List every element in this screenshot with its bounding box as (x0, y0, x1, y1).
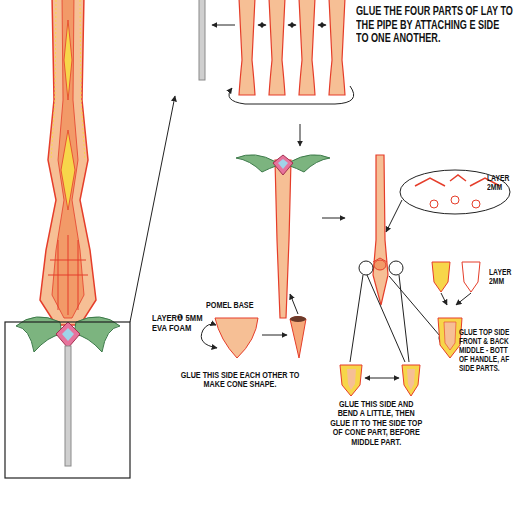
layer-two-parts (451, 196, 459, 204)
step-arrows (212, 25, 235, 26)
pipe-and-strips (269, 0, 285, 95)
assembled-part (407, 369, 415, 390)
assembled-part (359, 261, 373, 275)
instruction-note: GLUE TOP SIDE FRONT & BACK MIDDLE - BOTT… (459, 328, 514, 373)
pommel-base (215, 316, 306, 358)
sword-illustration (62, 328, 74, 341)
instruction-note: GLUE THIS SIDE AND BEND A LITTLE, THEN G… (329, 400, 423, 447)
step-arrows (441, 293, 447, 305)
step-arrows (288, 25, 296, 26)
blade-part (290, 155, 330, 172)
layer-label: LAYER 2MM (487, 174, 514, 193)
assembled-part (374, 260, 386, 270)
pipe-and-strips (199, 0, 205, 80)
step-arrows (262, 335, 287, 336)
layer-two-parts (430, 200, 438, 208)
sword-illustration (40, 0, 96, 325)
blade-part (236, 155, 330, 318)
assembled-part (350, 275, 440, 362)
assembled-part (373, 258, 387, 262)
layer-two-parts (472, 200, 480, 208)
sword-illustration (61, 20, 75, 210)
assembled-part (389, 261, 403, 275)
assembled-part (373, 155, 388, 305)
sword-illustration (65, 346, 71, 466)
layer-label: LAYER❶ 5MM EVA FOAM (152, 313, 216, 333)
step-arrows (290, 294, 298, 314)
assembled-part (347, 369, 356, 390)
layer-two-parts (432, 262, 450, 292)
layer-label: LAYER 2MM (489, 268, 516, 287)
pipe-and-strips (299, 0, 315, 95)
step-arrows (456, 293, 471, 305)
blade-part (273, 155, 293, 175)
blade-part (278, 159, 288, 169)
step-arrows (201, 25, 471, 378)
pipe-and-strips (239, 0, 255, 95)
step-arrows (300, 124, 301, 146)
step-arrows (258, 25, 266, 26)
layer-two-parts (438, 318, 462, 358)
blade-part (275, 160, 291, 318)
pommel-base (215, 318, 258, 358)
assembled-part (340, 365, 362, 396)
leader-line (130, 96, 175, 322)
layer-two-parts (462, 262, 480, 292)
step-arrows (201, 324, 217, 348)
blade-part (236, 155, 276, 172)
layer-two-parts (444, 322, 456, 350)
pommel-base (290, 317, 306, 359)
sword-illustration (48, 235, 88, 315)
step-arrows (318, 25, 326, 26)
instruction-note: GLUE THE FOUR PARTS OF LAY TO THE PIPE B… (356, 4, 514, 45)
step-arrows (229, 86, 354, 104)
assembled-part (402, 365, 420, 396)
step-arrows (365, 378, 399, 379)
detail-frame (5, 322, 130, 478)
pommel-base (290, 316, 306, 322)
instruction-note: GLUE THIS SIDE EACH OTHER TO MAKE CONE S… (180, 371, 300, 390)
step-arrows (322, 218, 345, 219)
step-arrows (386, 200, 402, 232)
part-name: POMEL BASE (206, 301, 262, 310)
sword-illustration (16, 0, 120, 466)
pipe-and-strips (199, 0, 345, 95)
assembled-part (340, 155, 457, 396)
pipe-and-strips (329, 0, 345, 95)
sword-illustration (56, 322, 80, 348)
